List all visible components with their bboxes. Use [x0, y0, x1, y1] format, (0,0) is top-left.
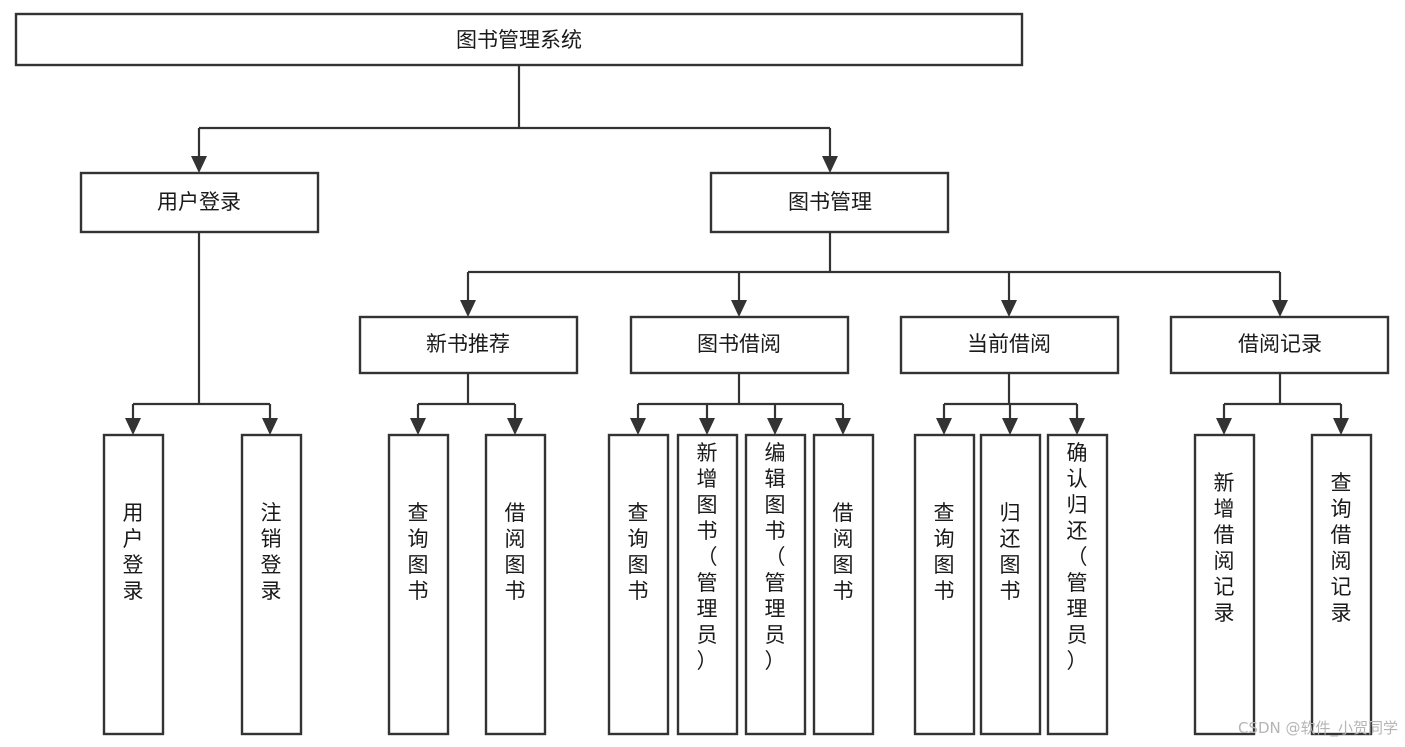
leaf-3-box[interactable] [387, 433, 450, 736]
arrow-head-user-login [191, 156, 207, 173]
leaf-3-label: 查询图书 [408, 501, 429, 603]
leaf-node[interactable]: 用户登录 [102, 433, 165, 736]
leaf-node[interactable]: 确认归还（管理员） [1046, 433, 1109, 736]
arrow-head-leaf-6 [699, 418, 715, 435]
arrow-head-new-book-rec [460, 300, 476, 317]
leaf-node[interactable]: 查询图书 [913, 433, 976, 736]
leaf-8-box[interactable] [812, 433, 875, 736]
node-new-book-rec-box[interactable] [358, 315, 579, 375]
leaf-node[interactable]: 借阅图书 [812, 433, 875, 736]
leaf-node[interactable]: 编辑图书（管理员） [744, 433, 807, 736]
arrow-head-leaf-5 [630, 418, 646, 435]
node-current-borrow-label: 当前借阅 [967, 332, 1051, 356]
node-root-label: 图书管理系统 [456, 28, 582, 52]
node-root[interactable]: 图书管理系统 [14, 12, 1024, 67]
connector-layer [125, 65, 1349, 435]
node-book-manage-label: 图书管理 [788, 190, 872, 214]
arrow-head-current-borrow [1001, 300, 1017, 317]
node-book-borrow[interactable]: 图书借阅 [629, 315, 850, 375]
leaf-node[interactable]: 新增图书（管理员） [676, 433, 739, 736]
node-book-manage[interactable]: 图书管理 [709, 171, 950, 234]
leaf-5-label: 查询图书 [628, 501, 649, 603]
node-borrow-record[interactable]: 借阅记录 [1169, 315, 1390, 375]
leaf-13-label: 查询借阅记录 [1331, 471, 1352, 625]
node-borrow-record-label: 借阅记录 [1238, 332, 1322, 356]
leaf-6-label: 新增图书（管理员） [697, 441, 718, 673]
leaf-8-label: 借阅图书 [833, 501, 854, 603]
arrow-head-leaf-12 [1216, 418, 1232, 435]
leaf-4-label: 借阅图书 [505, 501, 526, 603]
leaf-node[interactable]: 归还图书 [979, 433, 1042, 736]
arrow-head-leaf-8 [835, 418, 851, 435]
arrow-head-book-manage [822, 156, 838, 173]
leaf-6-box[interactable] [676, 433, 739, 736]
leaf-5-box[interactable] [607, 433, 670, 736]
leaf-node[interactable]: 查询图书 [387, 433, 450, 736]
leaf-10-label: 归还图书 [1000, 501, 1021, 603]
leaf-4-box[interactable] [484, 433, 547, 736]
leaf-node[interactable]: 新增借阅记录 [1193, 433, 1256, 736]
watermark-label: CSDN @软件_小贺同学 [1238, 719, 1398, 738]
node-current-borrow[interactable]: 当前借阅 [899, 315, 1120, 375]
arrow-head-leaf-2 [262, 418, 278, 435]
node-new-book-rec[interactable]: 新书推荐 [358, 315, 579, 375]
arrow-head-leaf-3 [410, 418, 426, 435]
arrow-head-leaf-9 [936, 418, 952, 435]
node-book-manage-box[interactable] [709, 171, 950, 234]
leaf-7-label: 编辑图书（管理员） [765, 441, 786, 673]
arrow-head-leaf-11 [1069, 418, 1085, 435]
node-book-borrow-box[interactable] [629, 315, 850, 375]
leaf-11-box[interactable] [1046, 433, 1109, 736]
leaf-2-label: 注销登录 [261, 501, 282, 603]
leaf-9-label: 查询图书 [934, 501, 955, 603]
node-new-book-rec-label: 新书推荐 [426, 332, 510, 356]
leaf-9-box[interactable] [913, 433, 976, 736]
leaf-2-box[interactable] [240, 433, 303, 736]
leaf-13-box[interactable] [1310, 433, 1373, 736]
arrow-head-leaf-1 [125, 418, 141, 435]
node-book-borrow-label: 图书借阅 [697, 332, 781, 356]
node-root-box[interactable] [14, 12, 1024, 67]
leaf-11-label: 确认归还（管理员） [1067, 441, 1088, 673]
leaf-node[interactable]: 查询图书 [607, 433, 670, 736]
leaf-10-box[interactable] [979, 433, 1042, 736]
leaf-1-box[interactable] [102, 433, 165, 736]
node-user-login[interactable]: 用户登录 [79, 171, 320, 234]
arrow-head-leaf-4 [507, 418, 523, 435]
arrow-head-book-borrow [731, 300, 747, 317]
leaf-node[interactable]: 注销登录 [240, 433, 303, 736]
leaf-1-label: 用户登录 [123, 501, 144, 603]
node-borrow-record-box[interactable] [1169, 315, 1390, 375]
node-current-borrow-box[interactable] [899, 315, 1120, 375]
leaf-node[interactable]: 借阅图书 [484, 433, 547, 736]
arrow-head-borrow-record [1272, 300, 1288, 317]
leaf-node[interactable]: 查询借阅记录 [1310, 433, 1373, 736]
leaf-12-label: 新增借阅记录 [1214, 471, 1235, 625]
arrow-head-leaf-13 [1333, 418, 1349, 435]
arrow-head-leaf-10 [1002, 418, 1018, 435]
arrow-head-leaf-7 [767, 418, 783, 435]
leaf-12-box[interactable] [1193, 433, 1256, 736]
node-user-login-box[interactable] [79, 171, 320, 234]
node-user-login-label: 用户登录 [157, 190, 241, 214]
leaf-7-box[interactable] [744, 433, 807, 736]
